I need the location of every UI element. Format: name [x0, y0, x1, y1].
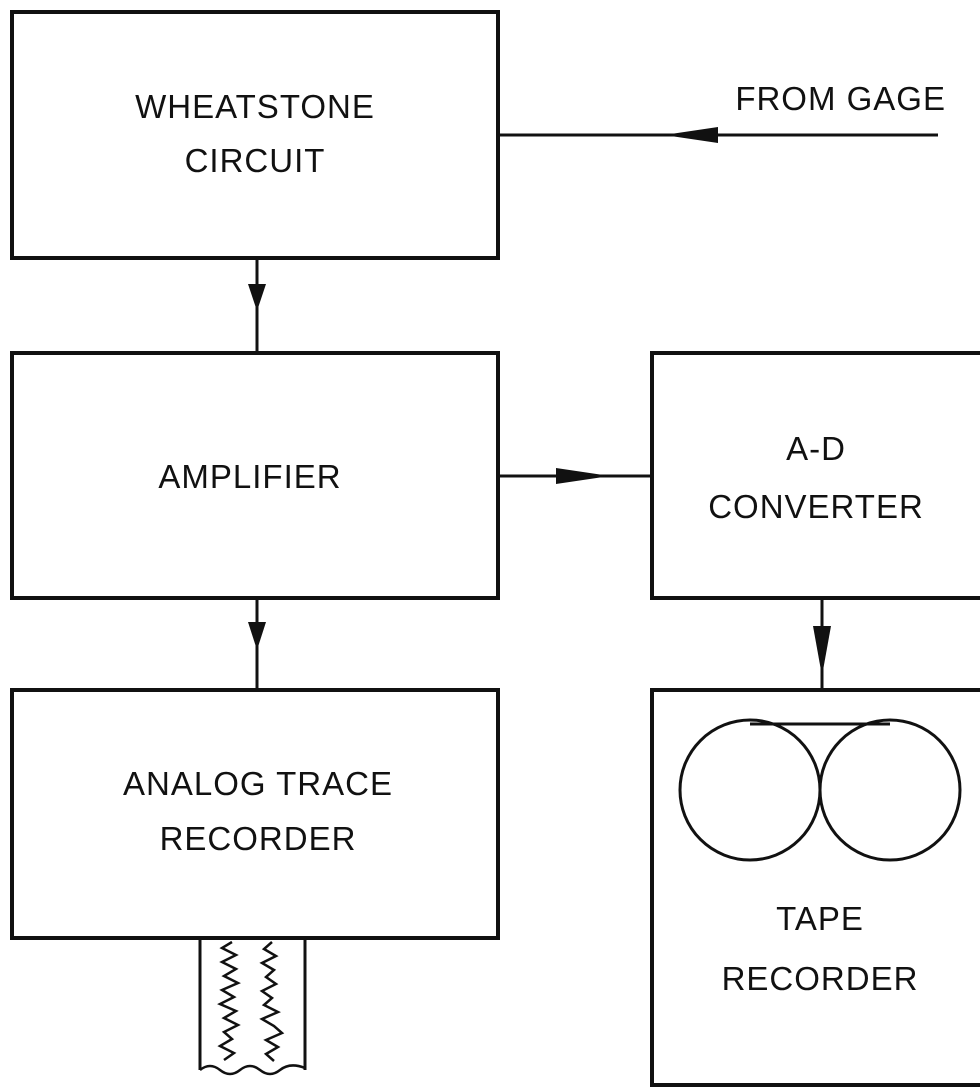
trace-left [220, 942, 238, 1060]
strip-chart-paper-icon [200, 938, 305, 1074]
from-gage-label: FROM GAGE [735, 80, 946, 117]
wheatstone-circuit-block: WHEATSTONE CIRCUIT [12, 12, 498, 258]
converter-to-tape-recorder-arrow [813, 598, 831, 690]
wheatstone-label-line2: CIRCUIT [185, 142, 326, 179]
gage-input: FROM GAGE [498, 80, 946, 143]
wheatstone-to-amplifier-arrow [248, 258, 266, 353]
analog-trace-recorder-block: ANALOG TRACE RECORDER [12, 690, 498, 938]
ad-converter-label-line2: CONVERTER [708, 488, 924, 525]
amplifier-to-converter-arrow [498, 468, 652, 484]
ad-converter-label-line1: A-D [786, 430, 846, 467]
amplifier-label: AMPLIFIER [158, 458, 341, 495]
trace-right [262, 942, 282, 1061]
tape-reel-right [820, 720, 960, 860]
tape-reel-left [680, 720, 820, 860]
gage-input-arrowhead [664, 127, 718, 143]
tape-recorder-block: TAPE RECORDER [652, 690, 980, 1085]
amplifier-block: AMPLIFIER [12, 353, 498, 598]
analog-recorder-label-line1: ANALOG TRACE [123, 765, 393, 802]
tape-reels-icon [680, 720, 960, 860]
ad-converter-block: A-D CONVERTER [652, 353, 980, 598]
analog-recorder-label-line2: RECORDER [160, 820, 357, 857]
tape-recorder-label-line1: TAPE [776, 900, 864, 937]
tape-recorder-label-line2: RECORDER [722, 960, 919, 997]
amplifier-to-analog-recorder-arrow [248, 598, 266, 690]
wheatstone-label-line1: WHEATSTONE [135, 88, 375, 125]
